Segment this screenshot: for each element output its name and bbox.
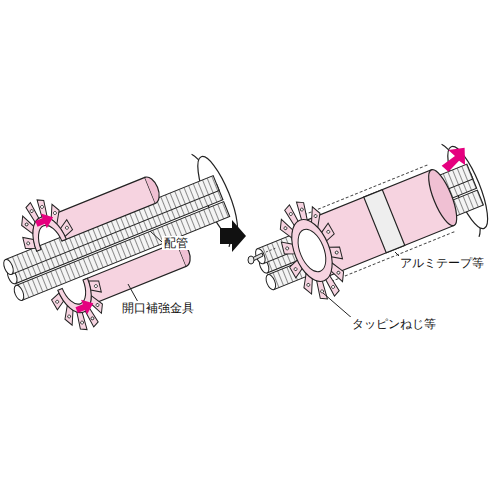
sleeve-top-half: [52, 174, 163, 240]
screw-hole: [289, 212, 293, 216]
right-assembly: [243, 136, 498, 318]
screw-hole: [284, 226, 288, 230]
screw-hole: [40, 205, 44, 209]
flange-ring: [58, 278, 99, 318]
screw-hole: [300, 208, 304, 212]
pipe-end: [12, 284, 25, 302]
tapping-screw: [248, 248, 276, 264]
callout-label: タッピンねじ等: [350, 317, 438, 331]
screw-hole: [55, 300, 59, 304]
pipe-end: [264, 273, 277, 291]
pipe-corrugation: [5, 176, 219, 275]
callout-label: アルミテープ等: [398, 256, 486, 270]
screw-hole: [30, 209, 34, 213]
screw-hole: [67, 315, 71, 319]
process-arrow: [220, 220, 246, 252]
screw-hole: [335, 251, 339, 255]
screw-hole: [25, 222, 29, 226]
callout-label: 開口補強金具: [120, 301, 196, 315]
screw-hole: [53, 211, 57, 215]
callout-label: 配管: [162, 236, 190, 250]
insert-arrow: [33, 210, 56, 232]
flange-opening: [293, 225, 332, 275]
screw-hole: [294, 267, 298, 271]
screw-hole: [336, 271, 340, 275]
pipe-end: [2, 258, 15, 276]
screw-hole: [94, 284, 98, 288]
screw-hole: [326, 230, 330, 234]
insert-arrow: [437, 144, 470, 173]
screw-hole: [26, 241, 30, 245]
reinforcement-flange: [268, 193, 356, 307]
insert-arrow: [74, 296, 97, 318]
flange-ring: [284, 214, 341, 288]
pipes: [254, 164, 484, 291]
left-assembly: [0, 132, 256, 349]
reinforcement-flange: [10, 192, 75, 255]
screw-hole: [285, 246, 289, 250]
pipe: [5, 176, 219, 275]
screw-hole: [65, 226, 69, 230]
reinforcement-flange: [49, 275, 114, 338]
aluminium-tape: [364, 190, 405, 253]
screw-hole: [314, 214, 318, 218]
screw-hole: [96, 303, 100, 307]
screw-hole: [306, 283, 310, 287]
screw-hole: [80, 321, 84, 325]
screw-hole: [91, 316, 95, 320]
screw-hole: [331, 285, 335, 289]
